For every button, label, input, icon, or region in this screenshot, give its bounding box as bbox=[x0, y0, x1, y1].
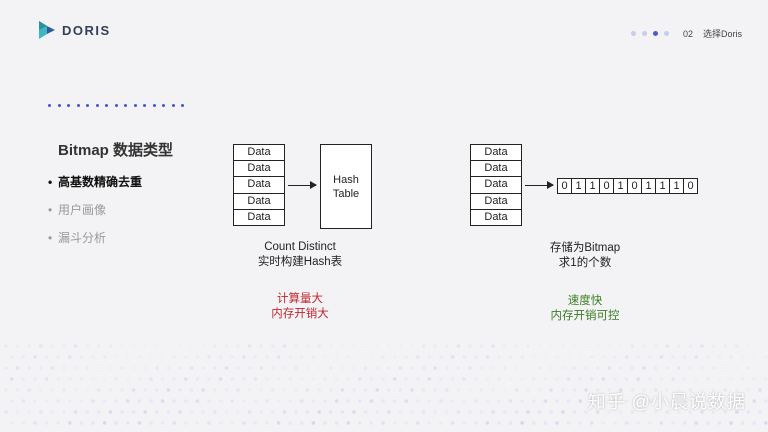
topic-label: 用户画像 bbox=[58, 203, 107, 217]
left-cost-note: 计算量大 内存开销大 bbox=[250, 292, 350, 322]
hash-table-box: Hash Table bbox=[320, 144, 372, 229]
bullet-icon: • bbox=[48, 203, 53, 217]
divider-dots bbox=[48, 104, 191, 107]
page-number: 02 bbox=[682, 28, 693, 39]
bit-cell: 0 bbox=[687, 180, 694, 192]
topic-label: 高基数精确去重 bbox=[58, 175, 143, 189]
bit-cell: 1 bbox=[572, 179, 586, 193]
topic-label: 漏斗分析 bbox=[58, 231, 107, 245]
data-cell: Data bbox=[234, 177, 284, 194]
bullet-icon: • bbox=[48, 175, 53, 189]
bitmap-array: 0 1 1 0 1 0 1 1 1 0 bbox=[557, 178, 698, 194]
data-cell: Data bbox=[471, 177, 521, 194]
benefit-line: 速度快 bbox=[567, 295, 603, 307]
page-dot[interactable] bbox=[663, 31, 669, 36]
data-cell: Data bbox=[484, 210, 508, 223]
topic-item-funnel[interactable]: • 漏斗分析 bbox=[48, 230, 142, 258]
page-label: 选择Doris bbox=[702, 29, 742, 39]
bit-cell: 0 bbox=[628, 179, 642, 193]
bit-cell: 1 bbox=[642, 179, 656, 193]
caption-line: 求1的个数 bbox=[558, 257, 612, 269]
hash-table-label-line1: Hash bbox=[333, 173, 359, 186]
right-caption: 存储为Bitmap 求1的个数 bbox=[525, 241, 645, 271]
data-cell: Data bbox=[471, 194, 521, 210]
bit-cell: 1 bbox=[670, 179, 684, 193]
doris-logo-icon bbox=[39, 21, 55, 39]
left-caption: Count Distinct 实时构建Hash表 bbox=[240, 240, 360, 270]
data-cell: Data bbox=[471, 145, 521, 162]
section-title: Bitmap 数据类型 bbox=[58, 142, 174, 159]
data-cell: Data bbox=[234, 145, 284, 162]
bit-cell: 0 bbox=[600, 179, 614, 193]
hash-table-label-line2: Table bbox=[332, 187, 360, 200]
brand-name: DORIS bbox=[62, 22, 111, 38]
topic-item-profile[interactable]: • 用户画像 bbox=[48, 202, 142, 230]
watermark: 知乎 @小晨说数据 bbox=[587, 392, 746, 412]
doris-logo: DORIS bbox=[38, 20, 111, 40]
bit-cell: 1 bbox=[656, 179, 670, 193]
page-indicator: 02 选择Doris bbox=[630, 27, 742, 40]
topic-item-dedup[interactable]: • 高基数精确去重 bbox=[48, 174, 142, 202]
page-dot[interactable] bbox=[630, 31, 636, 36]
data-stack-left: Data Data Data Data Data bbox=[233, 144, 285, 226]
cost-line: 内存开销大 bbox=[271, 308, 329, 320]
bit-cell: 1 bbox=[586, 179, 600, 193]
page-dot-active[interactable] bbox=[652, 31, 658, 36]
cost-line: 计算量大 bbox=[277, 293, 323, 305]
bit-cell: 1 bbox=[614, 179, 628, 193]
bullet-icon: • bbox=[48, 231, 53, 245]
caption-line: 实时构建Hash表 bbox=[257, 256, 343, 268]
caption-line: Count Distinct bbox=[264, 241, 336, 253]
data-stack-right: Data Data Data Data Data bbox=[470, 144, 522, 226]
benefit-line: 内存开销可控 bbox=[550, 310, 620, 322]
data-cell: Data bbox=[247, 210, 271, 223]
topic-list: • 高基数精确去重 • 用户画像 • 漏斗分析 bbox=[48, 174, 142, 258]
bit-cell: 0 bbox=[558, 179, 572, 193]
arrow-icon bbox=[525, 181, 554, 189]
data-cell: Data bbox=[471, 161, 521, 178]
page-dot[interactable] bbox=[641, 31, 647, 36]
data-cell: Data bbox=[234, 194, 284, 210]
data-cell: Data bbox=[234, 161, 284, 178]
caption-line: 存储为Bitmap bbox=[549, 242, 621, 254]
decorative-dot-pattern bbox=[4, 344, 768, 425]
right-benefit-note: 速度快 内存开销可控 bbox=[535, 294, 635, 324]
arrow-icon bbox=[288, 181, 317, 189]
